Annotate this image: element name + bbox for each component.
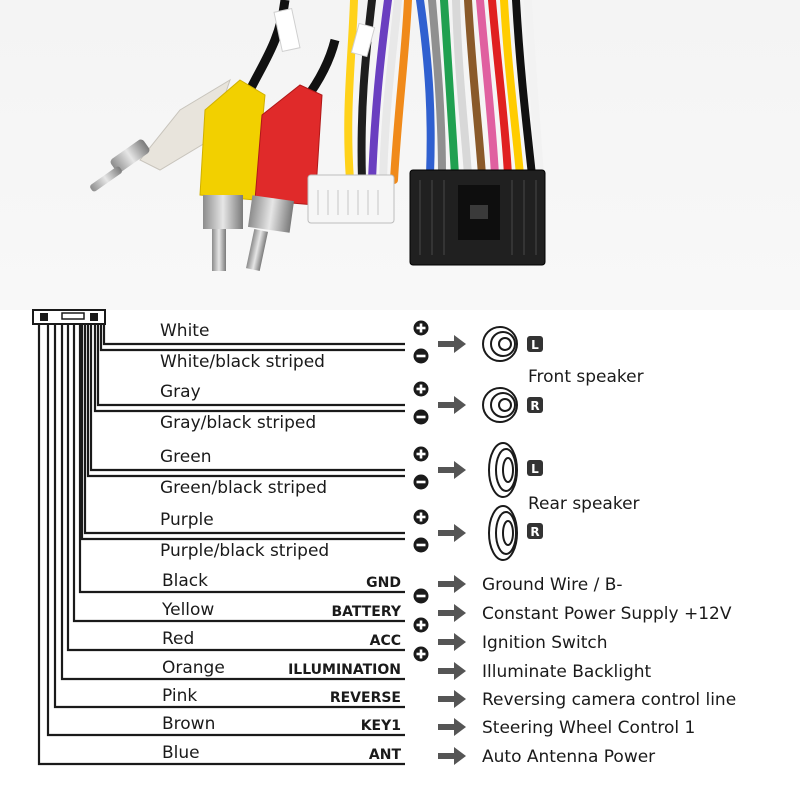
oval-speaker-icon xyxy=(488,442,518,498)
wire-code-label: REVERSE xyxy=(330,690,401,706)
round-speaker-icon xyxy=(482,326,518,362)
round-speaker-icon xyxy=(482,387,518,423)
wire-color-label: White xyxy=(160,321,209,341)
side-badge-icon: R xyxy=(527,397,543,413)
wire-line-single xyxy=(37,323,405,766)
wire-color-label: Blue xyxy=(162,743,200,763)
wire-code-label: KEY1 xyxy=(361,718,401,734)
polarity-symbols xyxy=(413,320,466,765)
svg-text:R: R xyxy=(530,399,539,413)
white-connector xyxy=(307,174,395,224)
wire-bundle xyxy=(344,0,544,184)
wire-color-label: Purple xyxy=(160,510,214,530)
front-speaker-label: Front speaker xyxy=(528,367,644,387)
wire-color-label: Red xyxy=(162,629,194,649)
wire-line-pair-a xyxy=(96,323,405,407)
wire-line-single xyxy=(66,323,405,652)
wire-line-pair-a xyxy=(102,323,405,346)
red-rca-plug xyxy=(245,84,323,272)
minus-circle-icon xyxy=(413,348,429,364)
plus-circle-icon xyxy=(413,646,429,662)
yellow-rca-plug xyxy=(199,79,266,271)
wire-color-label: Green xyxy=(160,447,211,467)
wire-line-single xyxy=(46,323,405,737)
arrow-right-icon xyxy=(438,633,466,651)
wire-code-label: ILLUMINATION xyxy=(288,662,401,678)
svg-text:L: L xyxy=(531,462,539,476)
plus-circle-icon xyxy=(413,617,429,633)
arrow-right-icon xyxy=(438,718,466,736)
wire-line-pair-b xyxy=(93,323,405,413)
wire-code-label: ACC xyxy=(370,633,401,649)
minus-circle-icon xyxy=(413,474,429,490)
arrow-right-icon xyxy=(438,524,466,542)
wire-lines xyxy=(37,323,405,766)
white-rca-plug xyxy=(90,78,231,192)
wire-line-pair-a xyxy=(83,323,405,535)
arrow-right-icon xyxy=(438,575,466,593)
wire-color-label: White/black striped xyxy=(160,352,325,372)
plus-circle-icon xyxy=(413,381,429,397)
wire-function-label: Steering Wheel Control 1 xyxy=(482,718,695,738)
arrow-right-icon xyxy=(438,604,466,622)
minus-circle-icon xyxy=(413,409,429,425)
arrow-right-icon xyxy=(438,690,466,708)
arrow-right-icon xyxy=(438,662,466,680)
wire-color-label: Brown xyxy=(162,714,215,734)
wire-code-label: GND xyxy=(366,575,401,591)
wire-function-label: Ignition Switch xyxy=(482,633,607,653)
arrow-right-icon xyxy=(438,335,466,353)
wire-line-single xyxy=(53,323,405,709)
wire-color-label: Gray xyxy=(160,382,201,402)
wire-line-single xyxy=(60,323,405,681)
wire-code-label: ANT xyxy=(369,747,402,763)
wire-line-pair-b xyxy=(86,323,405,478)
arrow-right-icon xyxy=(438,396,466,414)
plus-circle-icon xyxy=(413,446,429,462)
wire-function-label: Auto Antenna Power xyxy=(482,747,655,767)
wire-color-label: Green/black striped xyxy=(160,478,327,498)
oval-speaker-icon xyxy=(488,505,518,561)
svg-text:R: R xyxy=(530,525,539,539)
wire-line-pair-a xyxy=(89,323,405,472)
wire-color-label: Yellow xyxy=(161,600,214,620)
side-badge-icon: L xyxy=(527,336,543,352)
side-badge-icon: R xyxy=(527,523,543,539)
wire-function-label: Illuminate Backlight xyxy=(482,662,652,682)
wire-code-label: BATTERY xyxy=(331,604,401,620)
speaker-icons: L R L R xyxy=(482,326,543,561)
wire-color-label: Gray/black striped xyxy=(160,413,316,433)
plus-circle-icon xyxy=(413,509,429,525)
black-connector xyxy=(409,169,546,266)
wire-function-label: Constant Power Supply +12V xyxy=(482,604,732,624)
wire-color-label: Purple/black striped xyxy=(160,541,329,561)
wire-line-pair-b xyxy=(99,323,405,352)
arrow-right-icon xyxy=(438,461,466,479)
wire-color-label: Black xyxy=(162,571,208,591)
wire-line-single xyxy=(72,323,405,623)
svg-text:L: L xyxy=(531,338,539,352)
side-badge-icon: L xyxy=(527,460,543,476)
wire-line-single xyxy=(78,323,405,594)
minus-circle-icon xyxy=(413,537,429,553)
harness-photo xyxy=(0,0,800,310)
wire-line-pair-b xyxy=(80,323,405,541)
connector-end xyxy=(32,309,106,325)
plus-circle-icon xyxy=(413,320,429,336)
wire-color-label: Orange xyxy=(162,658,225,678)
wire-function-label: Reversing camera control line xyxy=(482,690,736,710)
minus-circle-icon xyxy=(413,588,429,604)
rear-speaker-label: Rear speaker xyxy=(528,494,640,514)
wire-function-label: Ground Wire / B- xyxy=(482,575,623,595)
wire-color-label: Pink xyxy=(162,686,197,706)
arrow-right-icon xyxy=(438,747,466,765)
